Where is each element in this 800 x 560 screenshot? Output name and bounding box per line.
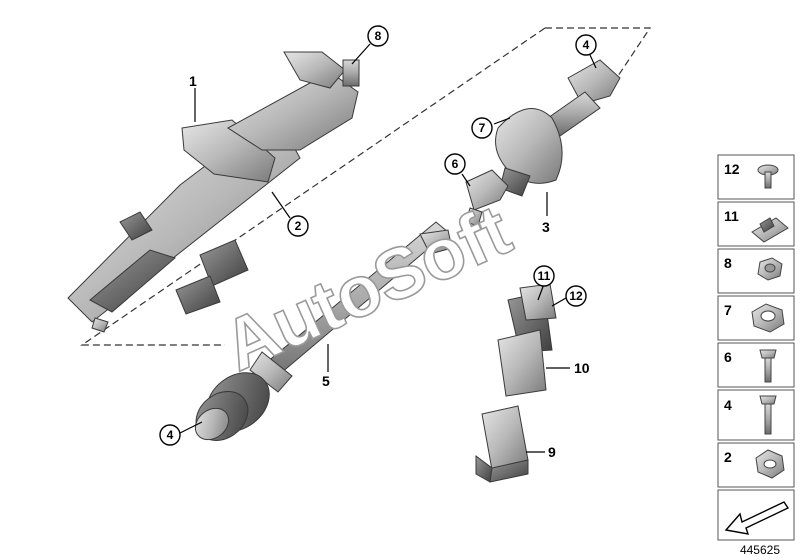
diagram-id-number: 445625 <box>739 543 780 557</box>
callout-7: 7 <box>471 117 493 139</box>
svg-text:6: 6 <box>452 157 459 171</box>
svg-text:4: 4 <box>167 428 174 442</box>
leader-line-4-bottom <box>179 421 203 434</box>
leader-line-7 <box>493 117 511 125</box>
svg-text:12: 12 <box>569 289 583 303</box>
assembly-boundary <box>80 27 652 346</box>
svg-text:4: 4 <box>724 397 732 413</box>
callout-2: 2 <box>287 215 309 237</box>
callout-4-top: 4 <box>575 34 597 56</box>
svg-text:7: 7 <box>479 121 486 135</box>
hex-bolt-icon <box>757 257 783 281</box>
svg-text:7: 7 <box>724 302 732 318</box>
upper-shaft-boot-part <box>495 59 621 197</box>
legend-item-8: 8 <box>717 248 795 294</box>
legend-item-11: 11 <box>717 201 795 247</box>
clip-part <box>497 283 557 397</box>
label-part-3: 3 <box>542 219 550 235</box>
legend-direction-box <box>717 489 795 541</box>
legend-item-6: 6 <box>717 342 795 388</box>
svg-text:2: 2 <box>724 449 732 465</box>
label-part-1: 1 <box>189 73 197 89</box>
leader-line-6 <box>461 173 471 187</box>
svg-text:8: 8 <box>375 29 382 43</box>
svg-text:6: 6 <box>724 349 732 365</box>
label-part-9: 9 <box>548 444 556 460</box>
svg-text:2: 2 <box>295 219 302 233</box>
callout-4-bottom: 4 <box>159 424 181 446</box>
steering-column-part <box>67 51 360 333</box>
svg-text:11: 11 <box>724 208 739 224</box>
bolt-long-icon <box>759 395 777 435</box>
flange-nut-icon <box>755 449 785 479</box>
joint-part <box>465 169 509 227</box>
leader-line-8 <box>351 43 371 65</box>
screw-icon <box>757 164 779 189</box>
callout-11: 11 <box>533 265 555 287</box>
legend-item-12: 12 <box>717 154 795 200</box>
housing-part <box>475 405 529 483</box>
universal-joint-lower-part <box>194 351 293 441</box>
arrow-icon <box>724 501 790 535</box>
label-part-5: 5 <box>322 373 330 389</box>
svg-text:8: 8 <box>724 255 732 271</box>
leader-line-4-top <box>589 54 597 69</box>
svg-text:4: 4 <box>583 38 590 52</box>
legend-item-7: 7 <box>717 295 795 341</box>
label-part-10: 10 <box>574 360 590 376</box>
legend-item-4: 4 <box>717 389 795 441</box>
watermark-text: AutoSoft <box>212 190 522 387</box>
bolt-icon <box>759 349 777 383</box>
callout-12: 12 <box>565 285 587 307</box>
leader-line-2 <box>271 191 291 219</box>
svg-text:12: 12 <box>724 161 740 177</box>
leader-line-11 <box>537 283 545 301</box>
svg-text:11: 11 <box>538 269 551 283</box>
fastener-legend: 12 11 8 7 <box>717 154 795 541</box>
callout-8: 8 <box>367 25 389 47</box>
legend-item-2: 2 <box>717 442 795 488</box>
clip-nut-icon <box>751 217 789 243</box>
callout-6: 6 <box>444 153 466 175</box>
leader-line-12 <box>551 297 567 307</box>
hex-nut-icon <box>751 303 785 333</box>
